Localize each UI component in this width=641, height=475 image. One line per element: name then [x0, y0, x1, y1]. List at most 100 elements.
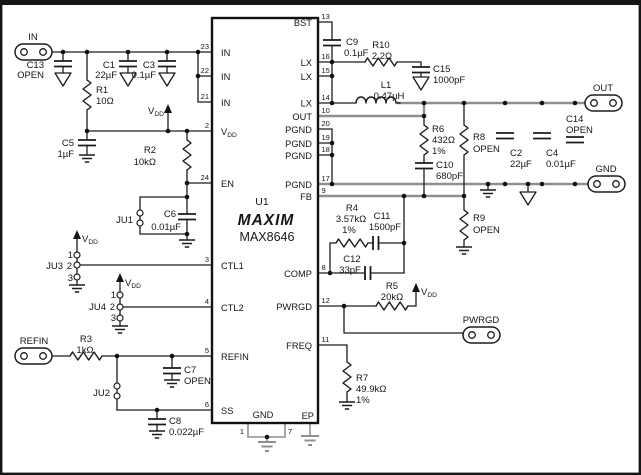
- pin-name: SS: [221, 406, 233, 416]
- value-label: 1000pF: [433, 75, 465, 86]
- pin-numbers: 23 22 21 2 24 3 4 5 6 13 16 15 14 10 20 …: [201, 12, 330, 436]
- value-label: 10kΩ: [134, 157, 156, 168]
- pad-in: [14, 43, 53, 61]
- pad-pwrgd: [462, 326, 501, 344]
- pin-name: REFIN: [221, 352, 249, 362]
- ref-label: C9: [346, 37, 358, 48]
- vdd-label: VDD: [421, 287, 437, 299]
- value-label: 0.01µF: [546, 159, 576, 170]
- ic-body: [210, 16, 320, 425]
- pin-name: FREQ: [286, 341, 312, 351]
- ground-icon: [301, 435, 319, 446]
- net-lx: [317, 61, 422, 104]
- pin-name: PGND: [285, 139, 312, 149]
- jumper-pin-label: 1: [111, 290, 116, 301]
- capacitor-plates-C1: [119, 60, 137, 68]
- ground-icon: [149, 430, 165, 439]
- jumper-pin-label: 3: [111, 313, 116, 324]
- jumper-labels: JU1 JU2 1 JU3 2 3 1 JU4 2 3: [46, 215, 133, 399]
- capacitor-plates-C7: [163, 367, 181, 375]
- pin-name: IN: [221, 72, 230, 82]
- resistor-zigzag-R3: [69, 351, 103, 361]
- ic-part-number: MAX8646: [240, 230, 295, 244]
- jumper-label: JU2: [93, 388, 110, 399]
- pin-name: IN: [221, 48, 230, 58]
- resistor-zigzag-R1: [82, 79, 92, 111]
- junction-dots: [60, 49, 578, 440]
- vdd-label: VDD: [148, 106, 164, 118]
- pin-number: 7: [288, 427, 292, 436]
- resistor-zigzag-R6: [419, 124, 429, 156]
- ref-label: R3: [80, 334, 92, 345]
- pin-names: IN IN IN VDD EN CTL1 CTL2 REFIN SS BST L…: [221, 18, 314, 421]
- jumper-pin-JU3-3: [73, 273, 81, 281]
- net-pgnd-pins: [317, 128, 333, 185]
- ic-u1: U1 MAXIM MAX8646: [210, 16, 320, 425]
- vdd-label: VDD: [125, 278, 141, 290]
- pad-hole: [39, 48, 47, 56]
- vdd-arrow-icon: [164, 104, 172, 113]
- pin-name: PWRGD: [276, 302, 312, 312]
- jumper-label: JU3: [46, 261, 63, 272]
- value-label: OPEN: [473, 144, 500, 155]
- vdd-arrow-icon: [116, 273, 124, 282]
- capacitor-plates-C11: [372, 236, 380, 250]
- resistor-zigzag-R8: [459, 124, 469, 156]
- value-label: 20kΩ: [381, 292, 403, 303]
- pin-name: PGND: [285, 151, 312, 161]
- pin-number: 19: [322, 133, 330, 142]
- resistor-zigzag-R4: [335, 238, 369, 248]
- ground-icon: [258, 441, 276, 452]
- capacitor-plates-C2: [496, 132, 514, 140]
- capacitor-plates-C3: [158, 60, 176, 68]
- value-label: OPEN: [184, 376, 211, 387]
- ref-label: R2: [144, 145, 156, 156]
- ground-icon: [339, 401, 355, 410]
- gnd-pin-bracket: [247, 422, 286, 443]
- ground-icon: [480, 189, 496, 198]
- pin-number: 22: [201, 66, 209, 75]
- pin-number: 1: [240, 427, 244, 436]
- value-label: 0.022µF: [169, 427, 204, 438]
- resistor-zigzag-R10: [364, 57, 398, 67]
- value-label: 432Ω: [432, 135, 455, 146]
- ground-triangle-icon: [519, 191, 537, 206]
- pin-name-gnd: GND: [253, 410, 274, 420]
- ref-label: C5: [62, 138, 74, 149]
- value-label: 1500pF: [369, 222, 401, 233]
- value-label: 33pF: [339, 265, 361, 276]
- pin-number: 4: [205, 297, 209, 306]
- jumper-pin-label: 2: [67, 261, 72, 272]
- inductor-coil-L1: [355, 96, 397, 104]
- pin-number: 24: [201, 173, 209, 182]
- value-label: 2.2Ω: [372, 51, 392, 62]
- pin-number: 5: [205, 346, 209, 355]
- resistor-zigzag-R5: [375, 301, 409, 311]
- capacitor-plates-C5: [78, 139, 96, 147]
- jumper-label: JU4: [89, 302, 106, 313]
- ground-icon: [456, 246, 472, 255]
- value-label: 10Ω: [96, 96, 114, 107]
- net-comp: [317, 242, 405, 274]
- capacitor-plates-C8: [148, 418, 166, 426]
- pin-name: LX: [301, 72, 312, 82]
- pin-number: 20: [322, 119, 330, 128]
- value-label: OPEN: [17, 70, 44, 81]
- ref-label: C8: [169, 416, 181, 427]
- net-ctl1: [76, 238, 213, 286]
- value-label: 1kΩ: [76, 345, 93, 356]
- ref-label: C13: [27, 60, 44, 71]
- jumper-pin-label: 2: [110, 302, 115, 313]
- pin-name: BST: [294, 18, 312, 28]
- jumper-pin-JU2: [113, 382, 121, 390]
- pin-number: 17: [322, 174, 330, 183]
- ground-icon: [112, 325, 128, 334]
- capacitor-plates-C12: [364, 266, 372, 280]
- ic-brand-logo: MAXIM: [238, 212, 295, 229]
- pin-name: FB: [300, 192, 312, 202]
- ref-label: R9: [473, 213, 485, 224]
- resistor-zigzag-R7: [342, 361, 352, 393]
- ref-label: C14: [566, 114, 583, 125]
- ref-label: R6: [432, 124, 444, 135]
- top-border-bar: [0, 0, 641, 5]
